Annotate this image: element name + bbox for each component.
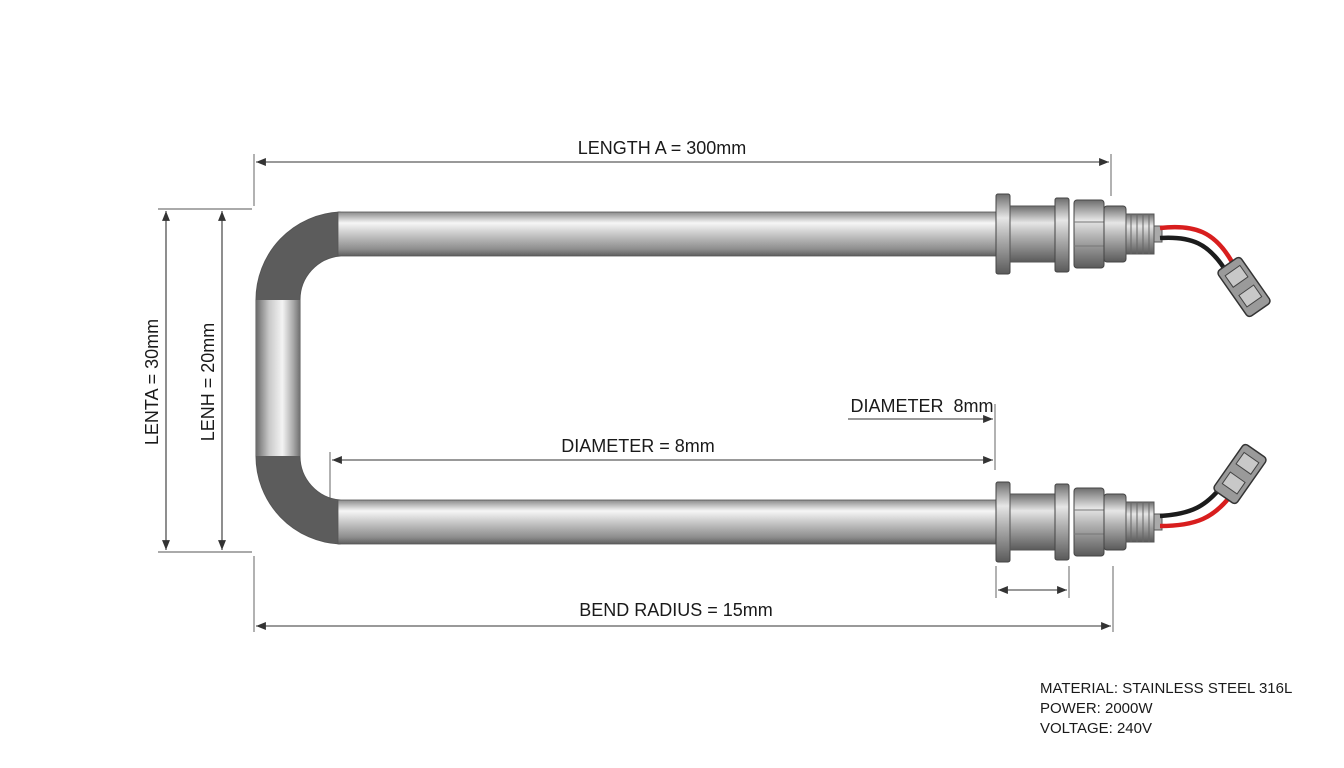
thread-top [1125, 213, 1155, 255]
tube-vertical-section [256, 300, 300, 456]
connector-plug-top [1217, 256, 1271, 318]
nut-top [1073, 199, 1105, 269]
spec-power: POWER: 2000W [1040, 700, 1153, 717]
diameter-inner-label: DIAMETER = 8mm [561, 436, 715, 456]
wire-red-bottom [1159, 492, 1234, 529]
flange-bottom [995, 481, 1011, 563]
terminal-bottom [995, 443, 1267, 563]
nut-bottom [1073, 487, 1105, 557]
washer-top [1054, 197, 1070, 273]
connector-plug-bottom [1213, 443, 1267, 505]
dimension-lenh: LENH = 20mm [198, 211, 226, 550]
dimension-bend-radius: BEND RADIUS = 15mm [253, 556, 1114, 632]
wire-red-top [1159, 224, 1234, 264]
tube-bottom-leg [337, 499, 1001, 545]
bend-radius-label: BEND RADIUS = 15mm [579, 600, 773, 620]
spec-block: MATERIAL: STAINLESS STEEL 316L POWER: 20… [1040, 680, 1292, 737]
wire-black-top [1159, 235, 1226, 270]
dimension-fitting-span [995, 566, 1070, 598]
sleeve-bottom [1009, 493, 1057, 551]
diameter-callout-label: DIAMETER 8mm [850, 396, 993, 416]
nut2-top [1103, 205, 1127, 263]
terminal-top [995, 193, 1271, 318]
spec-voltage: VOLTAGE: 240V [1040, 720, 1152, 737]
flange-top [995, 193, 1011, 275]
lenh-label: LENH = 20mm [198, 323, 218, 442]
heating-tube [255, 211, 1001, 545]
nut2-bottom [1103, 493, 1127, 551]
dimension-diameter-callout: DIAMETER 8mm [848, 396, 996, 470]
dimension-diameter-inner: DIAMETER = 8mm [329, 436, 993, 500]
thread-bottom [1125, 501, 1155, 543]
spec-material: MATERIAL: STAINLESS STEEL 316L [1040, 680, 1292, 697]
washer-bottom [1054, 483, 1070, 561]
sleeve-top [1009, 205, 1057, 263]
tube-top-leg [337, 211, 1001, 257]
dimension-length-a: LENGTH A = 300mm [253, 138, 1112, 206]
lenta-label: LENTA = 30mm [142, 319, 162, 445]
length-a-label: LENGTH A = 300mm [578, 138, 747, 158]
dimension-lenta: LENTA = 30mm [142, 208, 252, 553]
